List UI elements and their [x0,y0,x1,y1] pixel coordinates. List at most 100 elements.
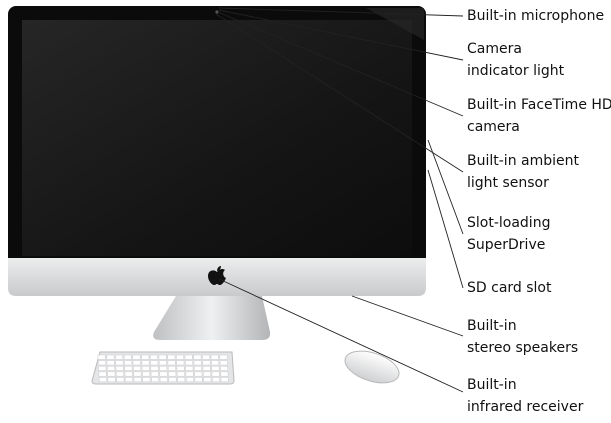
keyboard-key [141,365,150,371]
keyboard [91,351,235,385]
keyboard-key [97,354,106,360]
keyboard-key [185,360,193,366]
imac-screen [22,20,412,256]
keyboard-key [168,377,177,383]
keyboard-key [149,354,158,360]
keyboard-key [124,371,133,377]
keyboard-key [202,360,211,366]
keyboard-key [193,354,202,360]
keyboard-key [210,354,219,360]
label-ambient: Built-in ambient light sensor [467,153,579,191]
leader-ambient [215,13,464,173]
keyboard-key [132,354,141,360]
keyboard-key [98,371,107,377]
keyboard-key [194,371,203,377]
keyboard-key [123,354,132,360]
label-superdrive: Slot-loading SuperDrive [467,215,551,253]
magic-mouse [344,350,400,384]
keyboard-key [133,365,142,371]
leader-lines [215,7,464,393]
keyboard-key [142,377,151,383]
keyboard-key [176,365,185,371]
leader-superdrive [427,139,464,235]
keyboard-key [167,365,176,371]
keyboard-key [176,371,185,377]
keyboard-key [184,354,193,360]
keyboard-key [125,377,133,383]
leader-microphone [218,7,464,17]
keyboard-key [167,354,176,360]
keyboard-key [194,377,203,383]
leader-speakers [351,295,464,337]
keyboard-key [220,365,229,371]
keyboard-key [211,371,220,377]
label-microphone: Built-in microphone [467,8,605,24]
keyboard-key [150,360,159,366]
keyboard-key [107,377,116,383]
keyboard-key [115,365,124,371]
keyboard-key [133,377,142,383]
keyboard-key [211,360,220,366]
keyboard-key [106,360,115,366]
label-sdcard: SD card slot [467,280,552,296]
camera-icon [215,10,219,14]
keyboard-key [203,377,212,383]
keyboard-key [107,371,116,377]
keyboard-key [220,377,229,383]
keyboard-key [211,365,220,371]
keyboard-key [185,377,194,383]
keyboard-key [176,360,185,366]
leader-sdcard [427,169,464,289]
keyboard-key [124,360,133,366]
keyboard-key [176,354,184,360]
keyboard-key [159,365,168,371]
leader-facetime [217,11,464,117]
keyboard-key [115,354,124,360]
keyboard-key [194,365,202,371]
keyboard-key [115,360,124,366]
label-facetime: Built-in FaceTime HD camera [467,97,611,135]
label-camera-light: Camera indicator light [467,41,565,79]
keyboard-key [185,371,194,377]
keyboard-key [203,371,211,377]
keyboard-key [158,360,167,366]
label-speakers: Built-in stereo speakers [467,318,579,356]
keyboard-key [150,371,159,377]
keyboard-key [185,365,194,371]
keyboard-key [167,360,176,366]
imac-stand [153,296,271,340]
keyboard-key [212,377,220,383]
apple-logo-icon [208,266,226,285]
keyboard-key [151,377,160,383]
keyboard-key [220,371,229,377]
keyboard-key [177,377,186,383]
keyboard-key [168,371,177,377]
keyboard-key [98,377,107,383]
keyboard-key [141,360,150,366]
keyboard-key [159,371,168,377]
keyboard-key [132,360,141,366]
keyboard-key [133,371,142,377]
keyboard-key [98,365,107,371]
leader-infrared [218,278,464,393]
keyboard-key [124,365,133,371]
keyboard-key [98,360,106,366]
keyboard-key [202,365,211,371]
keyboard-key [158,354,167,360]
keyboard-key [142,371,151,377]
keyboard-key [107,365,115,371]
label-infrared: Built-in infrared receiver [467,377,584,415]
keyboard-key [150,365,159,371]
keyboard-key [116,377,125,383]
keyboard-key [141,354,150,360]
keyboard-key [219,360,228,366]
keyboard-key [116,371,124,377]
imac-display [8,6,426,296]
keyboard-key [159,377,168,383]
leader-camera-light [218,9,464,61]
keyboard-key [219,354,228,360]
keyboard-key [106,354,115,360]
keyboard-key [202,354,211,360]
keyboard-key [193,360,202,366]
